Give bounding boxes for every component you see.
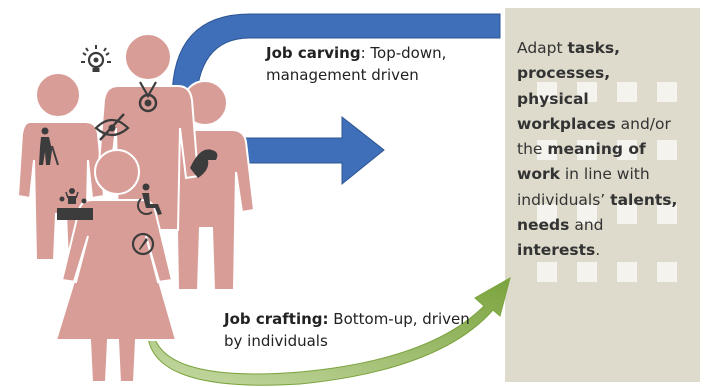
building-text-bold-segment: talents, needs — [517, 190, 678, 235]
lightbulb-icon — [81, 45, 111, 72]
building-text-segment: . — [595, 241, 601, 260]
job-crafting-arrow — [146, 276, 511, 386]
job-carving-term: Job carving — [266, 44, 361, 62]
building-text-segment: and — [569, 216, 604, 235]
job-crafting-label: Job crafting: Bottom-up, driven by indiv… — [224, 308, 474, 352]
elderly-person-icon — [39, 127, 59, 166]
compass-icon — [131, 232, 155, 256]
job-crafting-term: Job crafting: — [224, 310, 329, 328]
building-text-segment: and/or the — [517, 114, 671, 159]
building-windows — [537, 82, 677, 282]
medal-icon — [138, 81, 158, 113]
building-text-segment: in line with individuals’ — [517, 165, 650, 209]
podium-icon — [57, 188, 93, 220]
building-text-bold-segment: interests — [517, 241, 596, 260]
muscle-arm-icon — [190, 149, 218, 178]
people-group — [16, 33, 256, 383]
job-carving-description: : Top-down, management driven — [266, 44, 447, 84]
building-text-bold-segment: meaning of work — [517, 140, 646, 184]
office-building — [505, 8, 700, 382]
wheelchair-icon — [137, 183, 162, 215]
building-text-bold-segment: tasks, processes, physical workplaces — [517, 39, 621, 133]
building-description: Adapt tasks, processes, physical workpla… — [517, 36, 687, 264]
job-crafting-description: Bottom-up, driven by individuals — [224, 310, 470, 350]
building-text-segment: Adapt — [517, 39, 568, 57]
job-carving-label: Job carving: Top-down, management driven — [266, 42, 456, 86]
eye-slash-icon — [94, 113, 130, 141]
